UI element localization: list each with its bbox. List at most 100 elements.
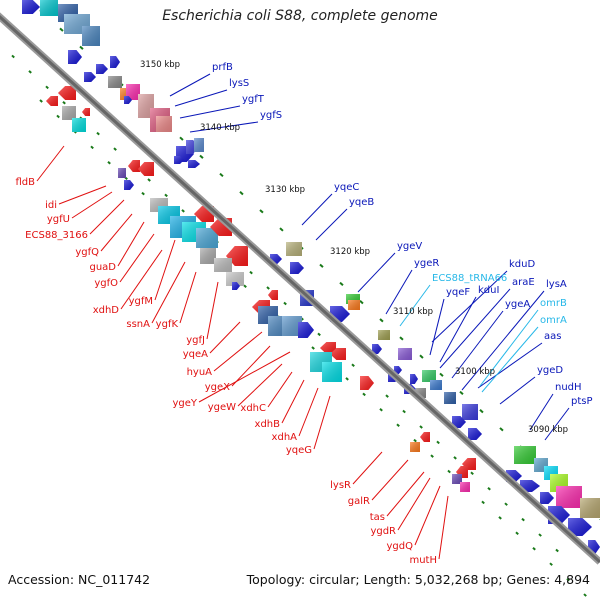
reverse-gene-label: yqeG — [286, 445, 312, 456]
leader-line — [386, 471, 425, 517]
tick-mark-inner — [62, 101, 66, 105]
tick-mark-outer — [479, 409, 484, 414]
reverse-gene-label: ygeW — [208, 402, 236, 413]
gene-feature — [138, 162, 154, 176]
leader-line — [499, 376, 536, 405]
reverse-gene-label: ygfU — [47, 214, 70, 225]
gene-feature — [282, 316, 302, 336]
gene-feature — [410, 442, 420, 452]
gene-feature — [410, 374, 418, 384]
kbp-label: 3120 kbp — [330, 247, 370, 257]
tick-mark-inner — [504, 502, 508, 506]
gene-feature — [118, 168, 126, 178]
reverse-gene-label: ygfK — [156, 319, 179, 330]
tick-mark-outer — [339, 281, 344, 287]
leader-line — [169, 73, 211, 97]
forward-gene-label: kduI — [478, 285, 499, 296]
tick-mark-outer — [379, 318, 384, 323]
reverse-gene-label: ygdR — [370, 526, 396, 537]
gene-feature — [322, 362, 342, 382]
leader-line — [213, 331, 263, 372]
reverse-gene-label: galR — [348, 496, 370, 507]
tick-mark-inner — [11, 54, 15, 59]
gene-feature — [462, 404, 478, 420]
genome-summary-text: Topology: circular; Length: 5,032,268 bp… — [246, 572, 590, 587]
forward-gene-label: yqeF — [446, 287, 470, 298]
gene-feature — [568, 518, 592, 536]
backbone-line — [0, 15, 600, 564]
reverse-gene-label: ssnA — [126, 319, 150, 330]
tick-mark-inner-2 — [413, 438, 417, 443]
gene-feature — [520, 480, 540, 492]
feature-track — [22, 0, 600, 554]
kbp-label: 3090 kbp — [528, 425, 568, 435]
gene-feature — [82, 26, 100, 46]
leader-line — [179, 271, 197, 324]
gene-feature — [188, 160, 200, 168]
tick-mark-inner-2 — [566, 577, 570, 582]
forward-gene-label: yqeB — [349, 197, 374, 208]
reverse-gene-label: ygdQ — [387, 541, 414, 552]
tick-mark-inner-2 — [430, 454, 434, 458]
leader-line — [429, 298, 445, 356]
gene-feature — [580, 498, 600, 518]
leader-line — [206, 281, 219, 340]
gene-feature — [320, 342, 336, 354]
forward-gene-label: prfB — [212, 62, 233, 73]
tick-mark-outer — [179, 136, 184, 141]
rna-gene-label: ECS88_tRNA66 — [432, 273, 507, 284]
gene-feature — [286, 242, 302, 256]
leader-line — [179, 105, 241, 119]
leader-line — [477, 342, 543, 389]
tick-mark-inner-2 — [56, 114, 60, 119]
gene-feature — [22, 0, 40, 14]
leader-line — [154, 239, 176, 301]
gene-feature — [398, 348, 412, 360]
leader-line — [481, 326, 539, 393]
leader-line — [209, 321, 241, 354]
gene-feature — [372, 344, 382, 354]
gene-feature — [126, 84, 140, 100]
reverse-gene-label: xdhC — [240, 403, 266, 414]
gene-feature — [360, 376, 374, 390]
tick-mark-outer — [199, 154, 204, 159]
reverse-gene-label: idi — [45, 200, 57, 211]
reverse-gene-label: ygfO — [94, 278, 118, 289]
leader-line — [461, 290, 545, 391]
leader-line — [189, 121, 259, 133]
gene-feature — [72, 118, 86, 132]
forward-gene-label: ygeD — [537, 365, 563, 376]
tick-mark-inner-2 — [345, 377, 349, 381]
tick-mark-inner — [283, 301, 287, 306]
reverse-gene-label: yqeA — [183, 349, 208, 360]
tick-mark-outer — [79, 45, 84, 50]
reverse-gene-label: xdhD — [93, 305, 120, 316]
leader-line — [438, 495, 449, 560]
leader-line — [371, 459, 409, 501]
tick-mark-inner-2 — [583, 593, 587, 597]
gene-feature — [200, 248, 216, 264]
gene-feature — [156, 116, 172, 132]
leader-line — [544, 407, 570, 441]
gene-feature — [58, 86, 76, 100]
tick-mark-inner-2 — [532, 546, 536, 551]
leader-line — [529, 393, 554, 431]
leader-line — [231, 345, 271, 387]
tick-mark-outer — [259, 209, 264, 214]
gene-feature — [174, 156, 184, 164]
tick-mark-inner — [487, 486, 491, 491]
reverse-gene-label: ygeY — [172, 398, 197, 409]
leader-line — [36, 145, 65, 182]
forward-gene-label: yqeC — [334, 182, 359, 193]
tick-mark-outer — [319, 263, 324, 268]
kbp-label: 3150 kbp — [140, 60, 180, 70]
tick-mark-inner-2 — [515, 531, 519, 536]
leader-line — [301, 193, 333, 226]
tick-mark-inner-2 — [396, 423, 400, 427]
tick-mark-outer — [499, 427, 504, 432]
gene-feature — [84, 72, 96, 82]
tick-mark-inner — [147, 178, 151, 182]
gene-feature — [460, 482, 470, 492]
